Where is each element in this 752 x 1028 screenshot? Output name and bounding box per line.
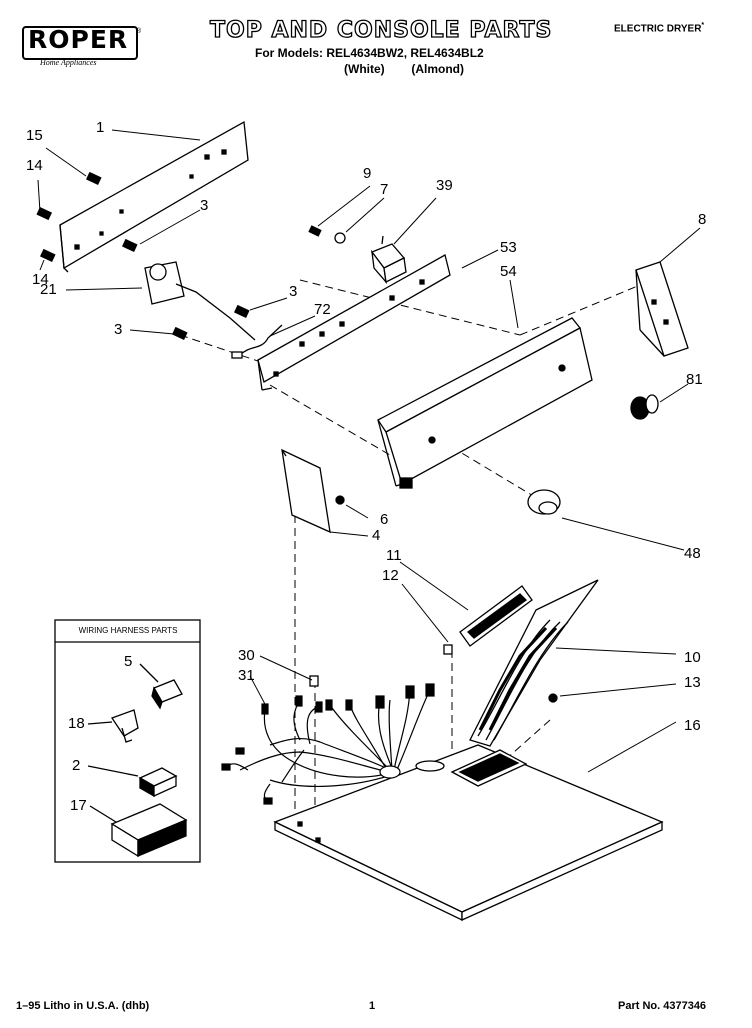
callout-39: 39 (436, 177, 453, 194)
callout-1: 1 (96, 119, 105, 136)
callout-11: 11 (386, 547, 402, 564)
callout-14-upper: 14 (26, 157, 43, 174)
brand-subtitle: Home Appliances (40, 58, 97, 67)
footer-part-number: Part No. 4377346 (618, 1000, 707, 1012)
part-console-bracket (257, 254, 451, 391)
callout-54: 54 (500, 263, 517, 280)
part-console (377, 317, 593, 489)
callout-6: 6 (380, 511, 389, 528)
part-lint-screen (469, 579, 599, 747)
model-colors: (White) (Almond) (344, 62, 464, 76)
part-rear-panel (59, 120, 249, 273)
callout-81: 81 (686, 371, 703, 388)
footer-page-number: 1 (369, 1000, 376, 1012)
part-top-panel (273, 744, 664, 922)
part-lint-screen-cover (459, 585, 533, 647)
callout-21: 21 (40, 281, 57, 298)
callout-14-lower: 14 (32, 271, 49, 288)
callout-31: 31 (238, 667, 255, 684)
harness-parts-title: WIRING HARNESS PARTS (78, 626, 178, 635)
callout-harness-2: 2 (72, 757, 81, 774)
part-bezel (527, 489, 561, 515)
callout-3-left: 3 (114, 321, 123, 338)
part-end-cap (635, 261, 689, 357)
footer-litho: 1–95 Litho in U.S.A. (dhb) (16, 1000, 150, 1012)
callout-13: 13 (684, 674, 701, 691)
callout-harness-5: 5 (124, 653, 133, 670)
callout-harness-17: 17 (70, 797, 87, 814)
part-knob (630, 394, 659, 420)
harness-parts-inset (54, 619, 201, 863)
part-timer (144, 261, 256, 341)
part-wiring-harness (221, 683, 435, 805)
callout-16: 16 (684, 717, 701, 734)
callout-harness-18: 18 (68, 715, 85, 732)
callout-3-timer: 3 (200, 197, 209, 214)
page-title: TOP AND CONSOLE PARTS (209, 17, 553, 43)
callout-72: 72 (314, 301, 331, 318)
callout-30: 30 (238, 647, 255, 664)
callout-10: 10 (684, 649, 701, 666)
brand-logo-frame (22, 26, 138, 60)
part-switch (370, 235, 407, 285)
callout-15: 15 (26, 127, 43, 144)
callout-3-bracket: 3 (289, 283, 298, 300)
callout-12: 12 (382, 567, 399, 584)
callout-4: 4 (372, 527, 381, 544)
callout-7: 7 (380, 181, 389, 198)
callout-48: 48 (684, 545, 701, 562)
callout-9: 9 (363, 165, 372, 182)
part-side-bracket (281, 448, 345, 534)
model-numbers: For Models: REL4634BW2, REL4634BL2 (255, 46, 484, 60)
callout-8: 8 (698, 211, 707, 228)
callout-53: 53 (500, 239, 517, 256)
brand-logo: ROPER (28, 25, 129, 54)
product-type: ELECTRIC DRYER* (614, 22, 705, 35)
brand-trademark: ® (136, 28, 142, 35)
